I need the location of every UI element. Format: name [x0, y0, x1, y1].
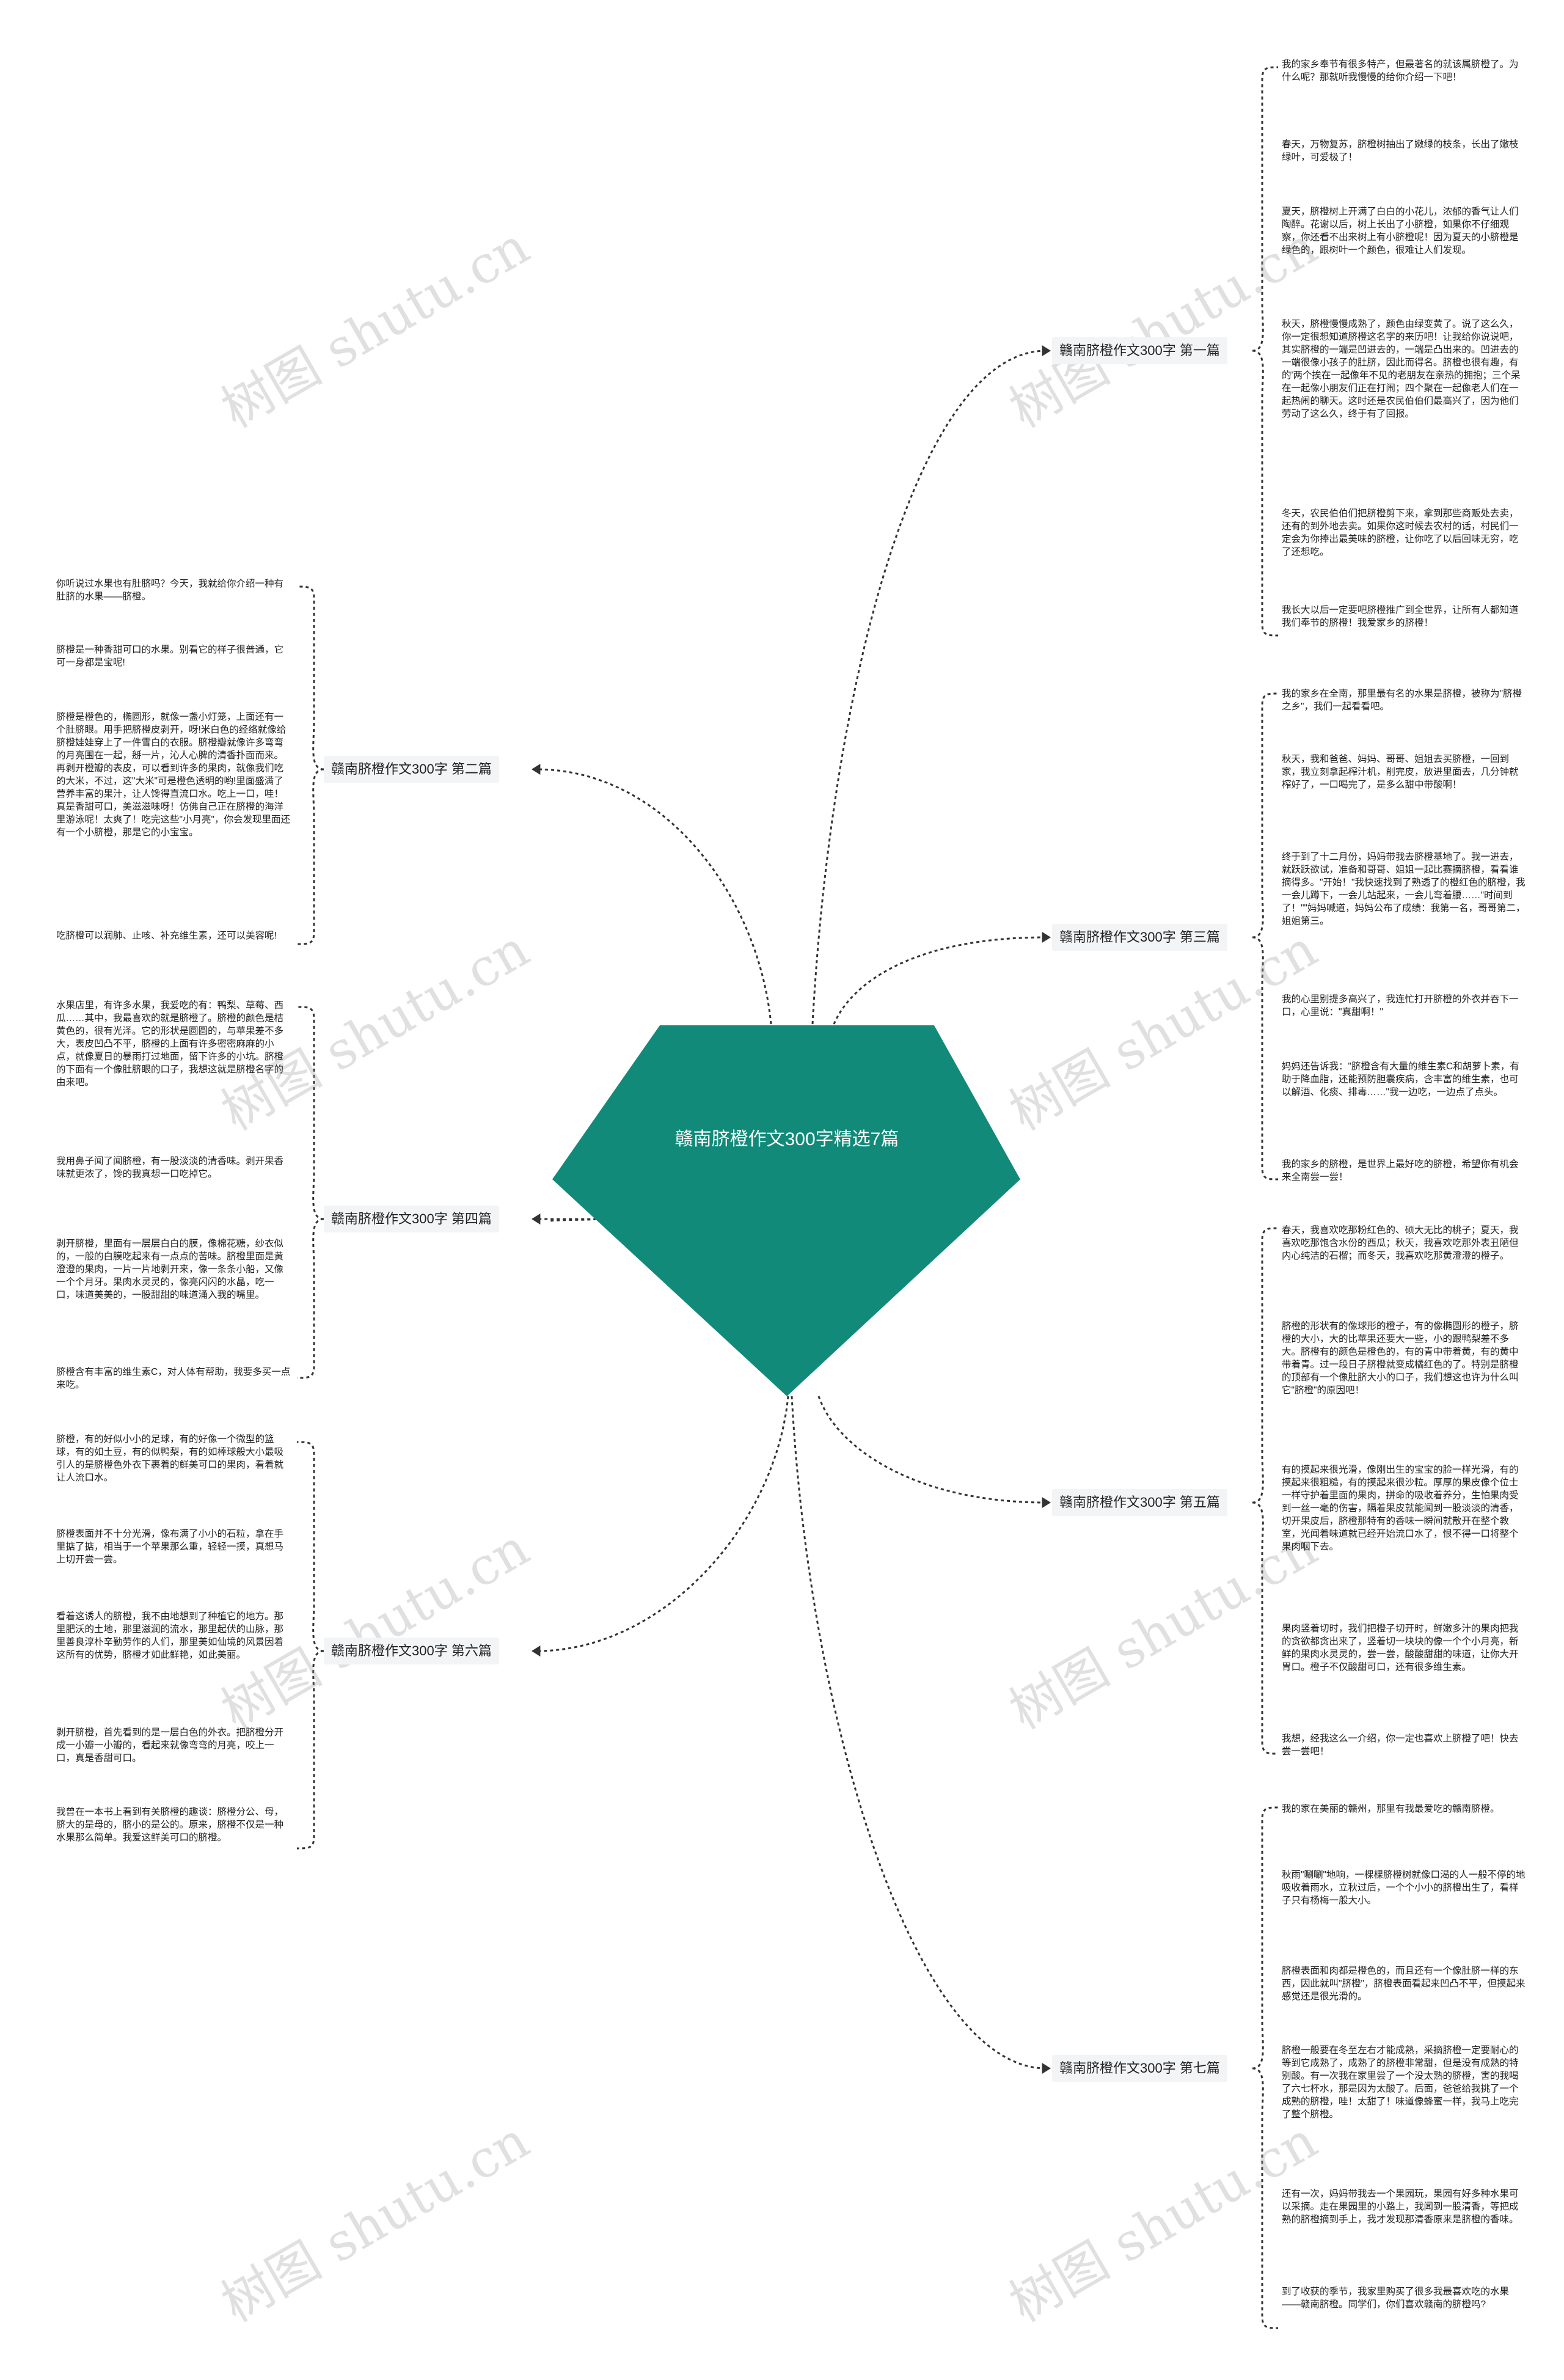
connector-line	[1252, 1501, 1279, 1755]
connector-line	[296, 1441, 324, 1652]
center-node-title[interactable]: 赣南脐橙作文300字精选7篇	[674, 1129, 899, 1149]
leaf-text: 冬天，农民伯伯们把脐橙剪下来，拿到那些商贩处去卖，还有的到外地去卖。如果你这时候…	[1282, 508, 1519, 557]
connector-arrow	[1042, 2063, 1051, 2074]
connector-line	[1252, 692, 1279, 939]
connector-line	[833, 936, 1047, 1025]
connector-arrow	[1042, 345, 1051, 356]
connector-line	[296, 768, 324, 945]
leaf-text: 我长大以后一定要吧脐橙推广到全世界，让所有人都知道我们奉节的脐橙！我爱家乡的脐橙…	[1282, 605, 1519, 628]
center-node-shape	[552, 1025, 1020, 1396]
leaf-text: 终于到了十二月份，妈妈带我去脐橙基地了。我一进去，就跃跃欲试，准备和哥哥、姐姐一…	[1282, 852, 1526, 926]
leaf-text: 脐橙，有的好似小小的足球，有的好像一个微型的篮球，有的如土豆，有的似鸭梨，有的如…	[56, 1434, 284, 1483]
leaf-text: 剥开脐橙，里面有一层层白白的膜，像棉花糖，纱衣似的，一般的白膜吃起来有一点点的苦…	[56, 1239, 284, 1300]
leaf-text: 水果店里，有许多水果，我爱吃的有：鸭梨、草莓、西瓜……其中，我最喜欢的就是脐橙了…	[56, 1000, 284, 1088]
branch-node-b7[interactable]: 赣南脐橙作文300字 第七篇	[1052, 2055, 1227, 2082]
connector-arrow	[1042, 932, 1051, 943]
leaf-text: 秋天，我和爸爸、妈妈、哥哥、姐姐去买脐橙，一回到家，我立刻拿起榨汁机，削完皮，放…	[1282, 754, 1519, 790]
leaf-text: 春天，我喜欢吃那粉红色的、硕大无比的桃子；夏天，我喜欢吃那饱含水份的西瓜；秋天，…	[1282, 1225, 1519, 1261]
leaf-text: 你听说过水果也有肚脐吗？今天，我就给你介绍一种有肚脐的水果——脐橙。	[56, 579, 284, 602]
connector-arrow	[532, 1214, 541, 1225]
connector-line	[811, 350, 1047, 1025]
leaf-text: 我用鼻子闻了闻脐橙，有一股淡淡的清香味。剥开果香味就更浓了，馋的我真想一口吃掉它…	[56, 1156, 284, 1179]
leaf-text: 剥开脐橙，首先看到的是一层白色的外衣。把脐橙分开成一小瓣一小瓣的，看起来就像弯弯…	[56, 1727, 284, 1763]
connector-line	[1252, 1806, 1279, 2070]
leaf-text: 到了收获的季节，我家里购买了很多我最喜欢吃的水果——赣南脐橙。同学们，你们喜欢赣…	[1282, 2287, 1510, 2310]
branch-node-b3[interactable]: 赣南脐橙作文300字 第三篇	[1052, 924, 1227, 951]
branch-node-b5[interactable]: 赣南脐橙作文300字 第五篇	[1052, 1489, 1227, 1516]
leaf-text: 春天，万物复苏，脐橙树抽出了嫩绿的枝条，长出了嫩枝绿叶，可爱极了！	[1282, 139, 1519, 163]
leaf-text: 有的摸起来很光滑，像刚出生的宝宝的脸一样光滑，有的摸起来很粗糙，有的摸起来很沙粒…	[1282, 1465, 1519, 1552]
connector-line	[296, 585, 324, 771]
connector-line	[1252, 66, 1279, 352]
connector-line	[1252, 350, 1279, 637]
connector-line	[296, 1006, 324, 1220]
leaf-text: 我曾在一本书上看到有关脐橙的趣谈：脐橙分公、母，脐大的是母的，脐小的是公的。原来…	[56, 1807, 284, 1843]
connector-arrow	[532, 764, 541, 775]
connector-arrow	[532, 1646, 541, 1657]
connector-line	[1252, 2067, 1279, 2329]
leaf-text: 脐橙的形状有的像球形的橙子，有的像椭圆形的橙子，脐橙的大小，大的比苹果还要大一些…	[1282, 1321, 1519, 1396]
leaf-text: 吃脐橙可以润肺、止咳、补充维生素，还可以美容呢!	[56, 931, 277, 941]
leaf-text: 脐橙一般要在冬至左右才能成熟，采摘脐橙一定要耐心的等到它成熟了，成熟了的脐橙非常…	[1282, 2045, 1519, 2120]
leaf-text: 脐橙是一种香甜可口的水果。别看它的样子很普通，它可一身都是宝呢!	[56, 645, 284, 668]
connector-line	[536, 1396, 789, 1652]
connector-line	[791, 1396, 1047, 2070]
leaf-text: 妈妈还告诉我："脐橙含有大量的维生素C和胡萝卜素，有助于降血脂，还能预防胆囊疾病…	[1282, 1061, 1519, 1097]
connector-line	[296, 1218, 324, 1379]
connector-line	[817, 1396, 1047, 1504]
connector-arrow	[1042, 1497, 1051, 1508]
branch-node-b6[interactable]: 赣南脐橙作文300字 第六篇	[324, 1638, 499, 1664]
leaf-text: 我想，经我这么一介绍，你一定也喜欢上脐橙了吧！快去尝一尝吧！	[1282, 1734, 1519, 1757]
leaf-text: 我的家乡的脐橙，是世界上最好吃的脐橙，希望你有机会来全南尝一尝！	[1282, 1159, 1519, 1182]
branch-node-b4[interactable]: 赣南脐橙作文300字 第四篇	[324, 1206, 499, 1232]
connector-line	[296, 1650, 324, 1850]
branch-node-b2[interactable]: 赣南脐橙作文300字 第二篇	[324, 756, 499, 783]
leaf-text: 脐橙含有丰富的维生素C，对人体有帮助，我要多买一点来吃。	[56, 1367, 291, 1390]
branch-node-b1[interactable]: 赣南脐橙作文300字 第一篇	[1052, 337, 1227, 364]
leaf-text: 还有一次，妈妈带我去一个果园玩，果园有好多种水果可以采摘。走在果园里的小路上，我…	[1282, 2189, 1519, 2225]
leaf-text: 脐橙表面并不十分光滑，像布满了小小的石粒，拿在手里掂了掂，相当于一个苹果那么重，…	[56, 1529, 284, 1565]
leaf-text: 我的家乡在全南，那里最有名的水果是脐橙，被称为"脐橙之乡"，我们一起看看吧。	[1282, 689, 1522, 712]
connector-line	[1252, 936, 1279, 1181]
leaf-text: 秋雨"唰唰"地响，一棵棵脐橙树就像口渴的人一般不停的地吸收着雨水，立秋过后，一个…	[1282, 1870, 1526, 1906]
leaf-text: 果肉竖着切时，我们把橙子切开时，鲜嫩多汁的果肉把我的贪欲都贪出来了，竖着切一块块…	[1282, 1624, 1519, 1672]
leaf-text: 秋天，脐橙慢慢成熟了，颜色由绿变黄了。说了这么久，你一定很想知道脐橙这名字的来历…	[1282, 319, 1521, 419]
leaf-text: 夏天，脐橙树上开满了白白的小花儿，浓郁的香气让人们陶醉。花谢以后，树上长出了小脐…	[1282, 207, 1519, 255]
leaf-text: 脐橙是橙色的，椭圆形，就像一盏小灯笼，上面还有一个肚脐眼。用手把脐橙皮剥开，呀!…	[56, 712, 291, 838]
leaf-text: 脐橙表面和肉都是橙色的，而且还有一个像肚脐一样的东西，因此就叫"脐橙"，脐橙表面…	[1282, 1966, 1526, 2002]
leaf-text: 我的心里别提多高兴了，我连忙打开脐橙的外衣并吞下一口，心里说："真甜啊！"	[1282, 994, 1519, 1017]
leaf-text: 看着这诱人的脐橙，我不由地想到了种植它的地方。那里肥沃的土地，那里滋润的流水，那…	[56, 1611, 284, 1660]
connector-line	[1252, 1227, 1279, 1504]
leaf-text: 我的家乡奉节有很多特产，但最著名的就该属脐橙了。为什么呢？那就听我慢慢的给你介绍…	[1282, 59, 1519, 82]
leaf-text: 我的家在美丽的赣州，那里有我最爱吃的赣南脐橙。	[1282, 1804, 1500, 1814]
connector-line	[536, 1218, 596, 1222]
connector-line	[536, 768, 772, 1025]
